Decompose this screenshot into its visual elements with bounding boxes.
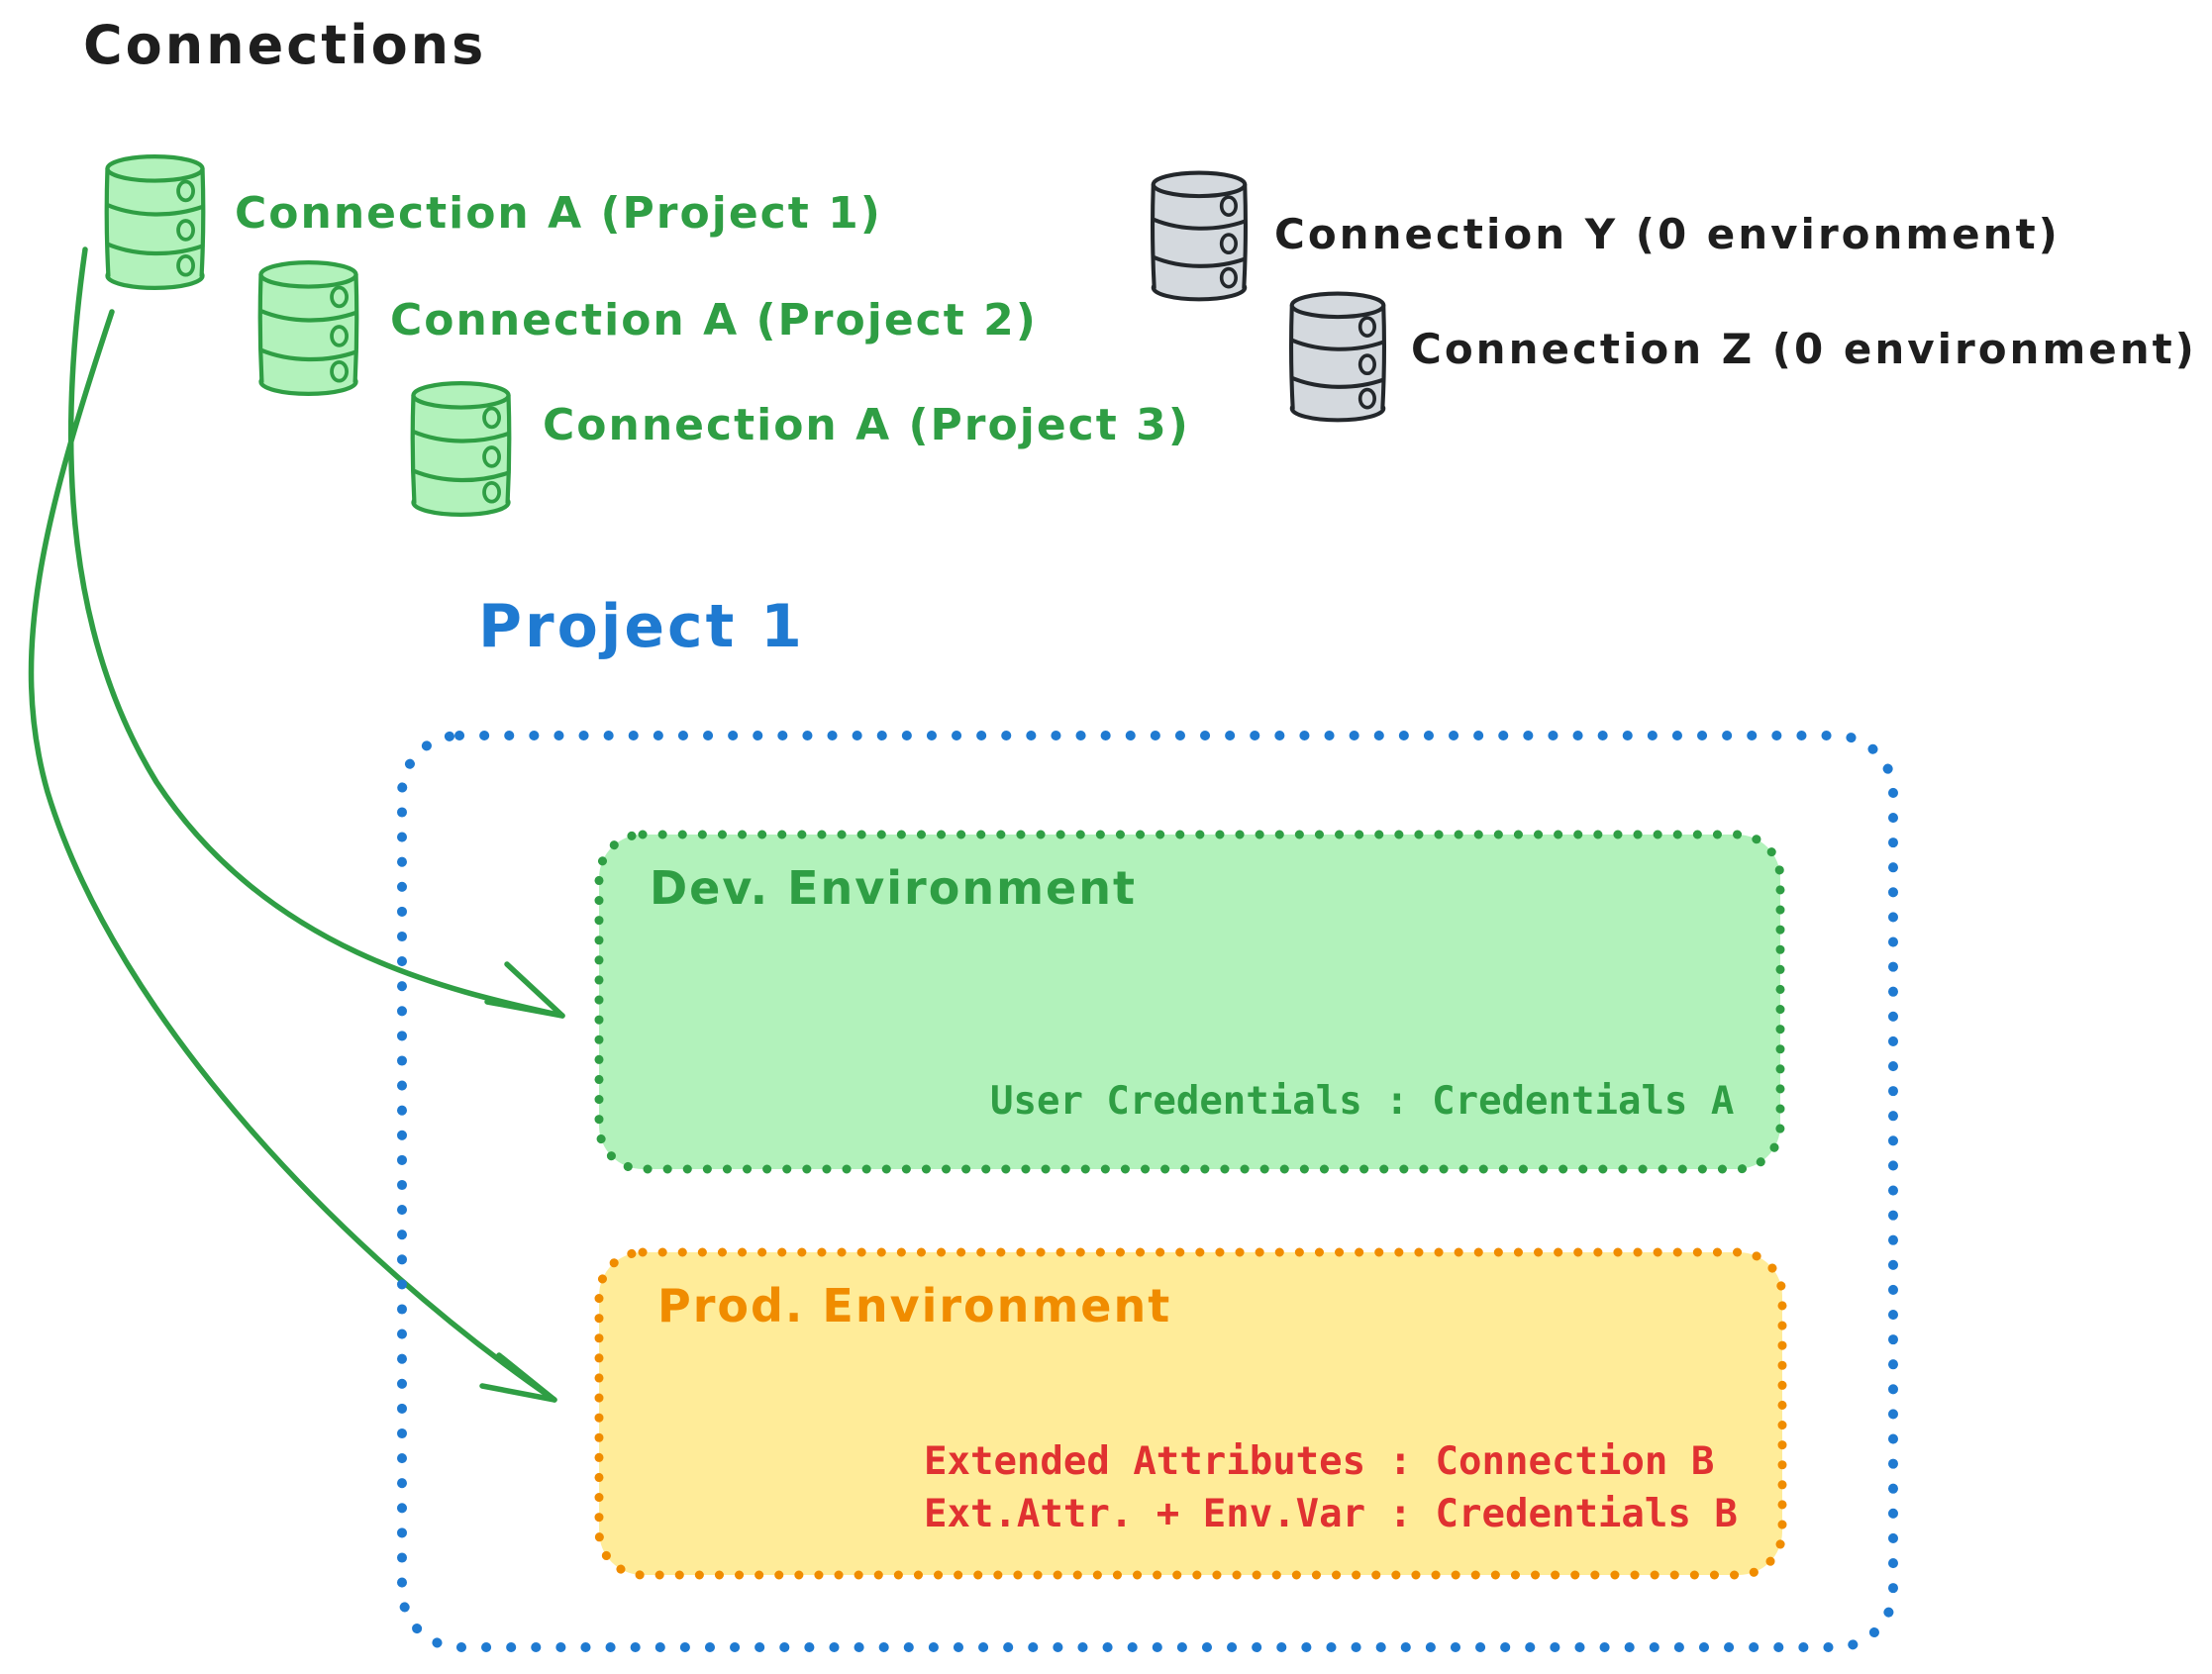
connections-title: Connections xyxy=(83,14,487,76)
database-icon-connection-a-project-3 xyxy=(410,380,512,517)
connection-z-label: Connection Z (0 environment) xyxy=(1411,325,2197,373)
prod-extended-attributes-line: Extended Attributes : Connection B xyxy=(924,1439,1715,1484)
prod-environment-mapping-text: Extended Attributes : Connection B Ext.A… xyxy=(924,1435,1738,1540)
prod-environment-box xyxy=(594,1247,1787,1580)
prod-ext-attr-env-var-line: Ext.Attr. + Env.Var : Credentials B xyxy=(924,1492,1738,1536)
database-icon-connection-a-project-1 xyxy=(104,153,206,290)
connection-y-label: Connection Y (0 environment) xyxy=(1274,210,2061,258)
connection-a-project-1-label: Connection A (Project 1) xyxy=(235,188,882,239)
arrow-to-dev-environment-head xyxy=(484,961,565,1019)
dev-environment-box xyxy=(594,830,1785,1174)
dev-environment-title: Dev. Environment xyxy=(650,861,1137,915)
prod-environment-title: Prod. Environment xyxy=(657,1279,1172,1332)
database-icon-connection-z xyxy=(1289,291,1386,423)
arrow-to-prod-environment-head xyxy=(479,1352,557,1403)
project-1-box xyxy=(397,731,1898,1652)
connection-a-project-3-label: Connection A (Project 3) xyxy=(543,400,1190,450)
dev-environment-credentials-text: User Credentials : Credentials A xyxy=(990,1079,1735,1124)
database-icon-connection-y xyxy=(1151,170,1248,302)
project-1-title: Project 1 xyxy=(478,592,805,661)
database-icon-connection-a-project-2 xyxy=(257,259,359,396)
connection-a-project-2-label: Connection A (Project 2) xyxy=(390,295,1038,345)
arrow-to-prod-environment xyxy=(28,309,557,1403)
